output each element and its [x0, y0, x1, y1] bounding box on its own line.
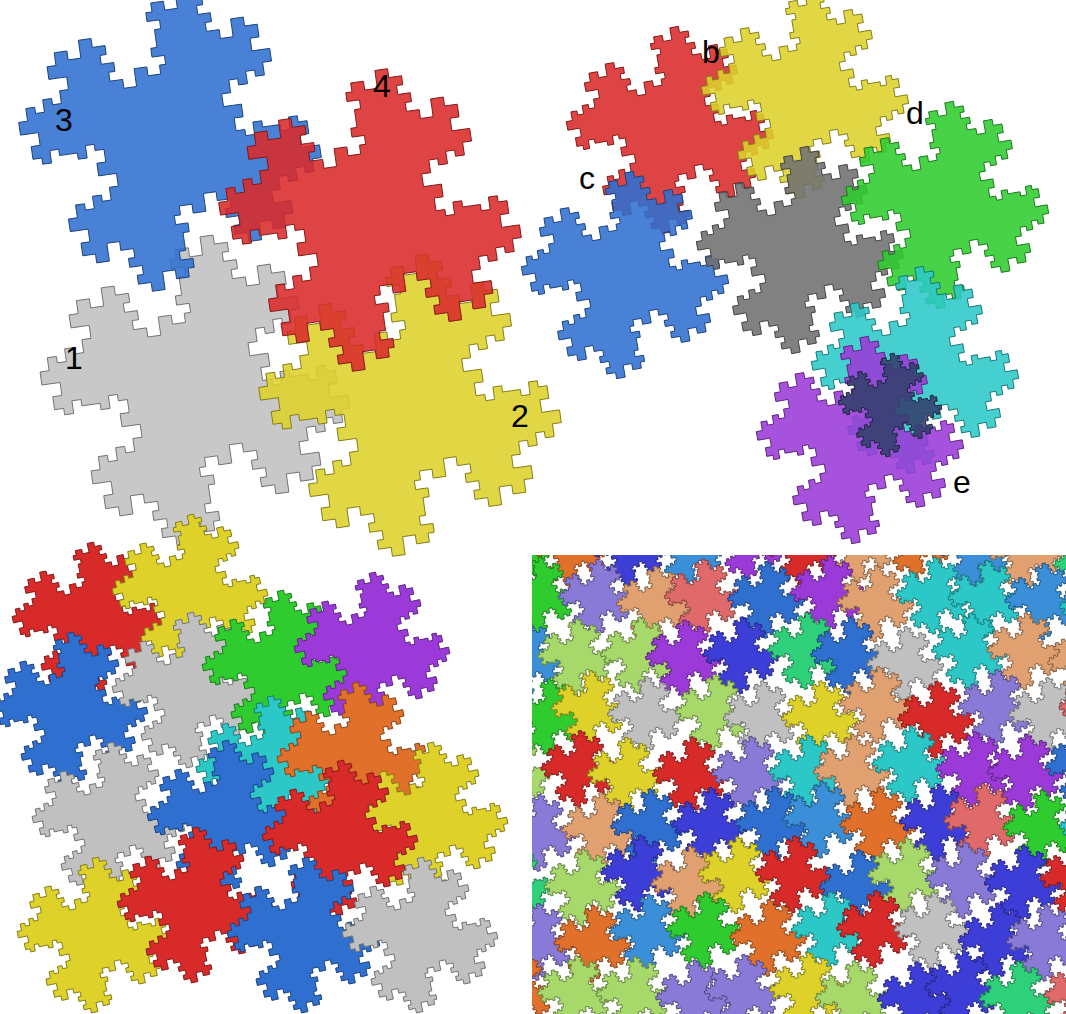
fractal-tile [219, 69, 522, 372]
fractal-tile [1059, 789, 1066, 866]
fractal-tile [838, 353, 942, 457]
panel-label: d [906, 97, 924, 129]
fractal-tile [537, 956, 614, 1014]
fractal-tile [756, 336, 963, 543]
fractal-tile [1009, 677, 1066, 754]
panel-label: e [953, 466, 971, 498]
panel-label: 4 [373, 70, 391, 102]
panel-label: 1 [65, 342, 83, 374]
fractal-tile [704, 954, 781, 1014]
tile-group [19, 0, 562, 556]
panel-label: 3 [55, 104, 73, 136]
fractal-tile [147, 740, 303, 896]
fractal-tile [1059, 569, 1066, 646]
fractal-tile [815, 961, 892, 1014]
fractal-tile [841, 101, 1048, 308]
panel-label: 2 [511, 400, 529, 432]
fractal-tile [342, 857, 498, 1013]
fractal-tile [1044, 958, 1066, 1014]
panel-label: b [702, 36, 720, 68]
fractal-tile [979, 961, 1056, 1014]
fractal-tile [755, 836, 832, 913]
fractal-tile [1059, 670, 1066, 747]
panel-label: c [579, 162, 595, 194]
fractal-tile [1045, 729, 1066, 806]
fractal-tile [521, 171, 728, 378]
fractal-tile [666, 892, 743, 969]
tile-group [521, 0, 1048, 544]
tile-group [0, 514, 508, 1013]
tile-group [532, 555, 1066, 1014]
